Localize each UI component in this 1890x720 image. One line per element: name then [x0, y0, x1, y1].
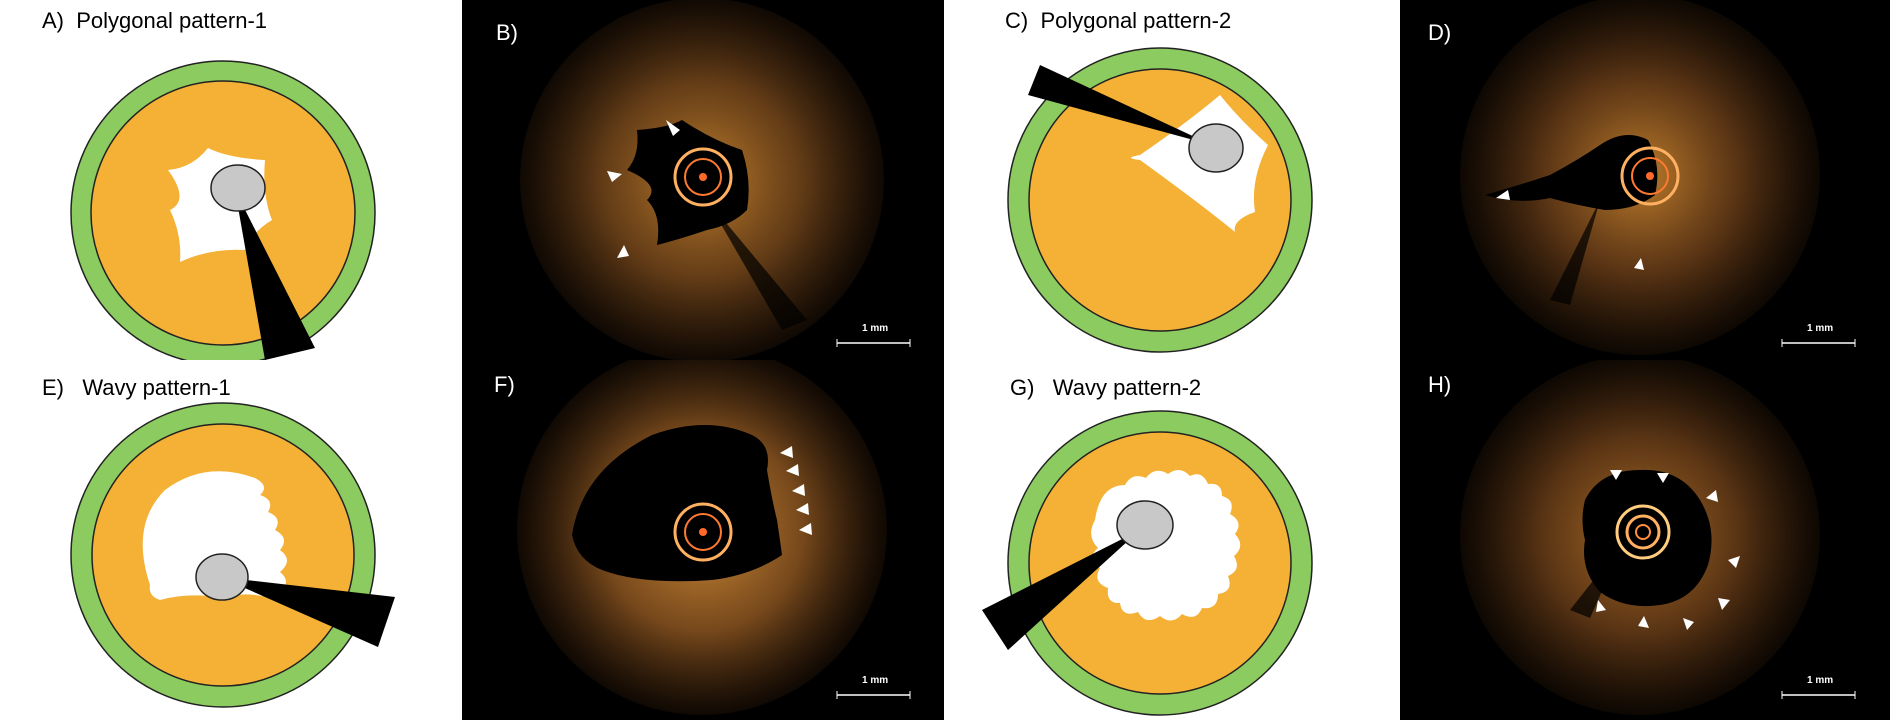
polygonal-pattern-1-diagram: [70, 60, 376, 360]
oct-catheter-core: [1646, 172, 1654, 180]
panel-a-label: A) Polygonal pattern-1: [42, 8, 268, 33]
triangle-arrow-icon: [1638, 616, 1649, 628]
oct-catheter-outer: [1620, 146, 1680, 206]
triangle-arrow-icon: [786, 464, 799, 476]
scale-bar-label: 1 mm: [862, 675, 889, 686]
oct-catheter-inner: [1631, 157, 1669, 195]
panel-d-oct-image: D) 1 mm: [1400, 0, 1890, 360]
oct-catheter-core: [699, 528, 707, 536]
oct-shadow: [1550, 200, 1600, 305]
wavy-pattern-1-diagram: [70, 402, 395, 708]
scale-bar-label: 1 mm: [862, 323, 889, 334]
scale-bar-label: 1 mm: [1807, 675, 1834, 686]
panel-f-oct-image: F) 1 mm: [462, 360, 944, 720]
guidewire-shadow-wedge: [982, 530, 1140, 650]
catheter-icon: [1188, 123, 1244, 173]
panel-c-label: C) Polygonal pattern-2: [1005, 8, 1232, 33]
triangle-arrow-icon: [792, 484, 805, 496]
triangle-arrow-icon: [1683, 618, 1694, 630]
oct-catheter-core: [1635, 524, 1651, 540]
triangle-arrow-icon: [1657, 473, 1669, 483]
catheter-icon: [195, 553, 249, 601]
catheter-icon: [1116, 500, 1174, 550]
triangle-arrow-icon: [799, 523, 812, 535]
guidewire-shadow-wedge: [1028, 65, 1212, 145]
wavy-pattern-2-diagram: [982, 410, 1313, 716]
triangle-arrow-icon: [1496, 190, 1510, 200]
panel-e: E) Wavy pattern-1: [0, 360, 455, 720]
panel-g: G) Wavy pattern-2: [950, 360, 1380, 720]
catheter-icon: [210, 164, 266, 212]
guidewire-shadow-wedge: [235, 190, 315, 360]
panel-d-label: D): [1428, 20, 1452, 45]
oct-catheter-core: [699, 173, 707, 181]
oct-catheter-inner: [684, 158, 722, 196]
panel-f-label: F): [494, 372, 515, 397]
triangle-arrow-icon: [796, 503, 809, 515]
panel-c: C) Polygonal pattern-2: [950, 0, 1380, 360]
panel-a: A) Polygonal pattern-1: [0, 0, 455, 360]
oct-catheter-outer: [1615, 504, 1671, 560]
triangle-arrow-icon: [1728, 556, 1740, 568]
panel-b-label: B): [496, 20, 518, 45]
panel-h-label: H): [1428, 372, 1452, 397]
oct-catheter-inner: [1625, 514, 1661, 550]
triangle-arrow-icon: [1718, 598, 1730, 610]
oct-catheter-outer: [673, 147, 733, 207]
triangle-arrow-icon: [780, 446, 793, 458]
triangle-arrow-icon: [1596, 600, 1606, 612]
triangle-arrow-icon: [666, 120, 680, 136]
panel-g-label: G) Wavy pattern-2: [1010, 375, 1202, 400]
oct-catheter-outer: [673, 502, 733, 562]
oct-catheter-inner: [684, 513, 722, 551]
triangle-arrow-icon: [617, 245, 629, 258]
triangle-arrow-icon: [607, 171, 622, 182]
panel-b-oct-image: B) 1 mm: [462, 0, 944, 360]
oct-lumen: [1485, 135, 1658, 210]
oct-shadow: [707, 200, 807, 330]
triangle-arrow-icon: [1634, 258, 1644, 270]
triangle-arrow-icon: [1706, 490, 1718, 502]
panel-h-oct-image: H) 1 mm: [1400, 360, 1890, 720]
scale-bar-label: 1 mm: [1807, 323, 1834, 334]
guidewire-shadow-wedge: [220, 577, 395, 647]
lumen: [142, 471, 287, 600]
panel-e-label: E) Wavy pattern-1: [42, 375, 231, 400]
triangle-arrow-icon: [1610, 470, 1622, 480]
oct-shadow: [1570, 540, 1625, 618]
polygonal-pattern-2-diagram: [1007, 47, 1313, 353]
